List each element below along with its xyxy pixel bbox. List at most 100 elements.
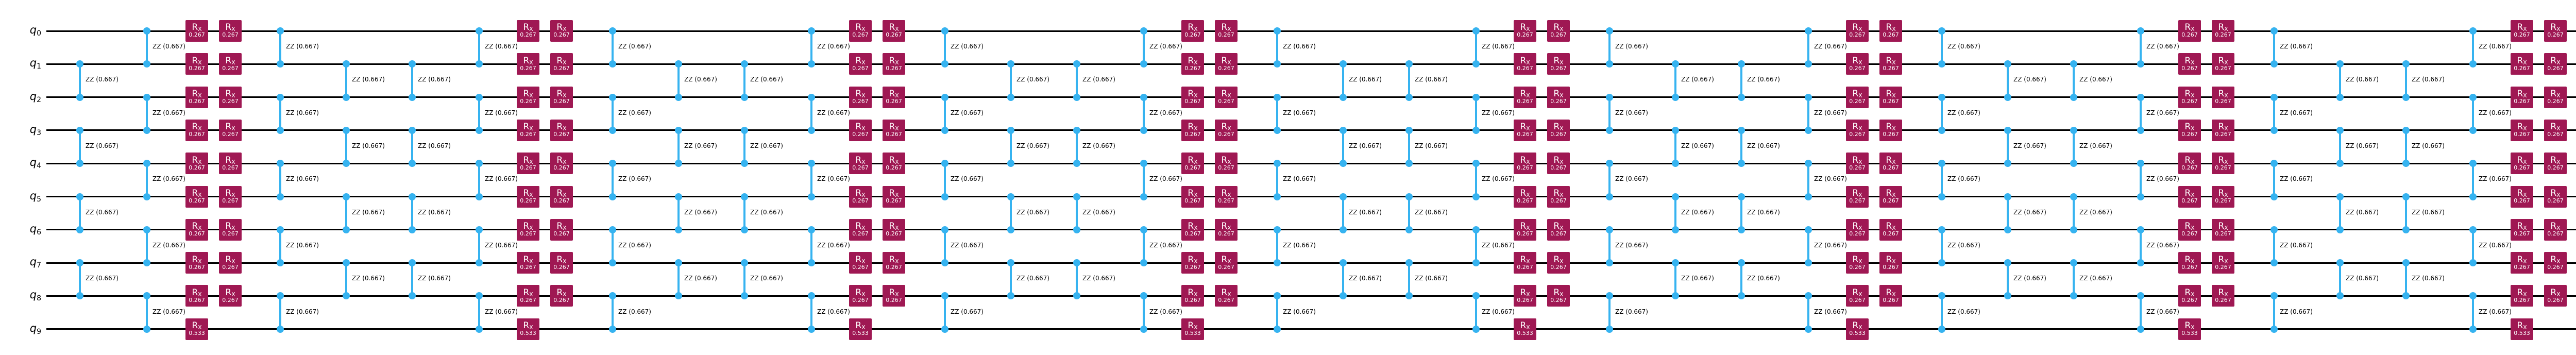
rx-gate-symbol: RX (225, 254, 235, 265)
zz-node-dot (1405, 93, 1413, 101)
rx-gate-angle: 0.267 (553, 98, 570, 105)
zz-node-dot (1073, 193, 1080, 200)
zz-gate-label: ZZ (0.667) (1149, 241, 1182, 249)
rx-gate-angle: 0.267 (1849, 230, 1866, 238)
rx-gate-angle: 0.267 (852, 164, 869, 171)
zz-entangler-connector (1342, 64, 1344, 97)
zz-node-dot (277, 93, 284, 101)
rx-gate-symbol: RX (2517, 320, 2527, 331)
qubit-label: q3 (0, 124, 41, 137)
rx-gate-symbol: RX (1852, 254, 1862, 265)
qubit-label-base: q (29, 222, 37, 235)
zz-gate-label: ZZ (0.667) (750, 76, 783, 83)
zz-gate-label: ZZ (0.667) (2079, 208, 2112, 216)
zz-node-dot (2270, 193, 2278, 200)
zz-gate-label: ZZ (0.667) (2412, 142, 2445, 150)
zz-gate-label: ZZ (0.667) (750, 275, 783, 282)
rx-gate-symbol: RX (1886, 287, 1896, 298)
rx-gate-symbol: RX (1886, 55, 1896, 66)
zz-node-dot (2270, 60, 2278, 68)
rx-gate-symbol: RX (1221, 287, 1231, 298)
rx-gate-symbol: RX (1886, 89, 1896, 99)
zz-node-dot (1472, 160, 1480, 167)
zz-node-dot (2004, 193, 2011, 200)
rx-gate-symbol: RX (1188, 55, 1198, 66)
rx-gate-symbol: RX (523, 22, 533, 33)
zz-node-dot (675, 226, 682, 233)
rx-gate-angle: 0.267 (2181, 296, 2198, 303)
rx-gate-symbol: RX (1852, 22, 1862, 33)
rx-gate-symbol: RX (1188, 22, 1198, 33)
zz-gate-label: ZZ (0.667) (1082, 275, 1115, 282)
zz-entangler-connector (1608, 296, 1611, 329)
zz-entangler-connector (2140, 163, 2142, 197)
rx-gate-angle: 0.267 (1517, 230, 1533, 238)
zz-gate-label: ZZ (0.667) (817, 109, 850, 116)
zz-entangler-connector (612, 31, 614, 64)
zz-entangler-connector (1475, 163, 1477, 197)
rx-gate-angle: 0.267 (2215, 64, 2231, 72)
zz-entangler-connector (810, 163, 812, 197)
zz-node-dot (2137, 160, 2144, 167)
zz-entangler-connector (1342, 130, 1344, 164)
zz-node-dot (2004, 160, 2011, 167)
zz-entangler-connector (1408, 196, 1410, 230)
zz-entangler-connector (1941, 97, 1943, 130)
zz-node-dot (941, 226, 948, 233)
zz-entangler-connector (146, 296, 148, 329)
rx-gate-symbol: RX (1221, 155, 1231, 165)
zz-node-dot (1738, 160, 1745, 167)
rx-gate-symbol: RX (2218, 122, 2228, 132)
rx-gate-symbol: RX (1852, 221, 1862, 232)
rx-gate-symbol: RX (1852, 155, 1862, 165)
rx-gate-angle: 0.267 (1184, 31, 1201, 39)
zz-node-dot (1472, 259, 1480, 267)
zz-node-dot (941, 325, 948, 333)
rx-gate-symbol: RX (192, 221, 202, 232)
zz-node-dot (1805, 27, 1812, 35)
zz-gate-label: ZZ (0.667) (1016, 208, 1049, 216)
zz-gate-label: ZZ (0.667) (817, 175, 850, 183)
zz-node-dot (741, 60, 748, 68)
zz-node-dot (1938, 60, 1945, 68)
qubit-wire (46, 328, 2576, 330)
rx-gate-symbol: RX (2184, 155, 2195, 165)
qubit-wire (46, 63, 2576, 65)
rx-gate-angle: 0.267 (2547, 98, 2564, 105)
rx-gate-angle: 0.267 (189, 131, 205, 138)
zz-node-dot (1738, 292, 1745, 300)
zz-node-dot (143, 160, 150, 167)
rx-gate-symbol: RX (2550, 55, 2561, 66)
zz-gate-label: ZZ (0.667) (2079, 142, 2112, 150)
rx-gate-symbol: RX (1520, 22, 1530, 33)
rx-gate-angle: 0.267 (886, 296, 902, 303)
rx-gate-angle: 0.267 (1218, 31, 1234, 39)
zz-node-dot (1672, 259, 1679, 267)
zz-gate-label: ZZ (0.667) (1415, 275, 1448, 282)
rx-gate-symbol: RX (2218, 188, 2228, 198)
rx-gate-angle: 0.267 (189, 263, 205, 271)
rx-gate-angle: 0.267 (852, 64, 869, 72)
zz-node-dot (941, 160, 948, 167)
